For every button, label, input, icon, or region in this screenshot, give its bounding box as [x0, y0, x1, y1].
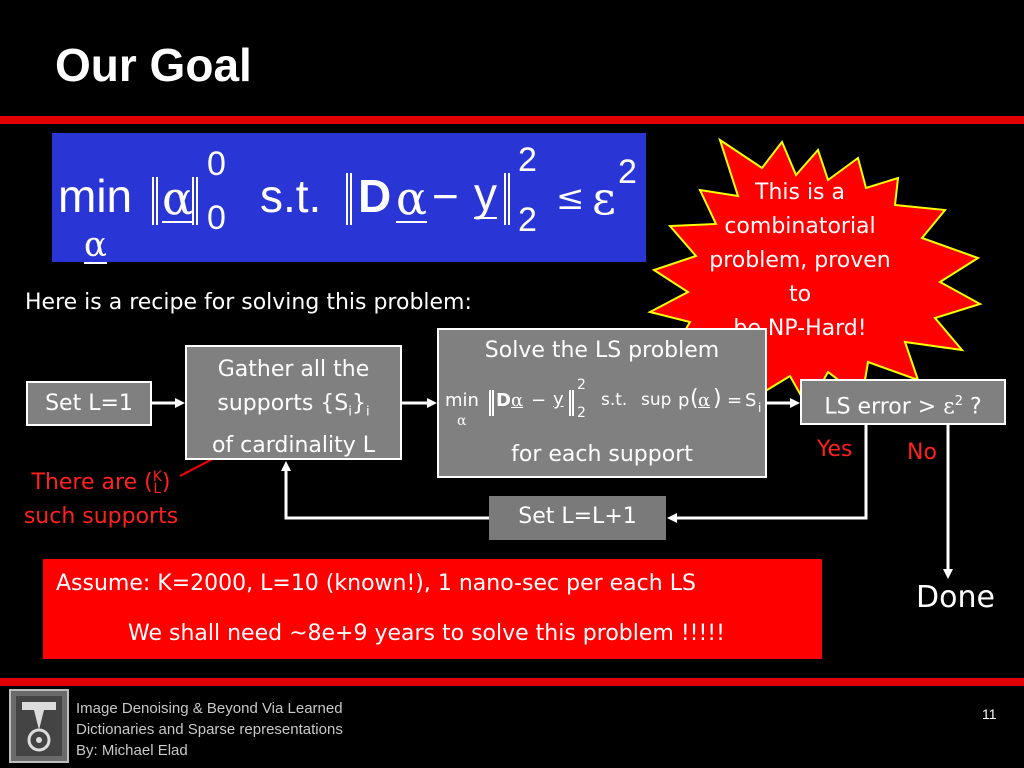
formula-epsilon: ε [592, 171, 616, 225]
footer-text: Image Denoising & Beyond Via Learned Dic… [76, 700, 343, 759]
bottom-red-rule [0, 678, 1024, 686]
assume-line2: We shall need ~8e+9 years to solve this … [128, 621, 725, 646]
arrow-setlinc-to-gather [281, 461, 489, 520]
technion-logo-icon [9, 689, 69, 763]
arrow-yes-to-setlinc [667, 425, 868, 523]
formula-min-alpha: α [84, 225, 107, 265]
solve-ls-box: Solve the LS problem min α D α − y 2 2 s… [437, 328, 767, 478]
set-l-increment-box: Set L=L+1 [489, 496, 666, 540]
ls-error-box: LS error > ε2 ? [800, 379, 1006, 425]
starburst-text: This is a combinatorial problem, proven … [709, 180, 891, 341]
solve-footer: for each support [511, 442, 693, 467]
formula-min: min [58, 170, 133, 222]
top-red-rule [0, 116, 1024, 124]
page-number: 11 [982, 706, 997, 722]
formula-D: D [358, 170, 392, 222]
done-label: Done [916, 580, 995, 615]
formula-minus: − [432, 170, 459, 222]
solve-formula: min α D α − y 2 2 s.t. sup p ( α ) = S i [445, 377, 762, 429]
yes-label: Yes [817, 437, 853, 462]
formula-norm0-sup: 0 [207, 145, 226, 183]
formula-epsilon-sup: 2 [618, 153, 637, 191]
formula-D-alpha: α [396, 171, 428, 225]
formula-norm0-sub: 0 [207, 199, 226, 237]
assume-line1: Assume: K=2000, L=10 (known!), 1 nano-se… [56, 571, 696, 596]
solve-title: Solve the LS problem [484, 338, 720, 363]
assume-box [43, 559, 822, 659]
formula-leq: ≤ [556, 178, 585, 218]
formula-y: y [474, 168, 497, 220]
formula-norm2-sub: 2 [518, 201, 537, 239]
slide-title: Our Goal [55, 39, 252, 91]
formula-norm2-sup: 2 [518, 141, 537, 179]
objective-formula-box: min α α 0 0 s.t. D α − y 2 2 ≤ ε 2 [52, 133, 646, 265]
no-label: No [907, 440, 937, 465]
formula-alpha: α [162, 171, 194, 225]
gather-supports-box: Gather all the supports {Si}i of cardina… [185, 345, 402, 460]
set-l1-box: Set L=1 [26, 381, 152, 426]
formula-st: s.t. [260, 170, 322, 222]
recipe-text: Here is a recipe for solving this proble… [25, 290, 472, 315]
